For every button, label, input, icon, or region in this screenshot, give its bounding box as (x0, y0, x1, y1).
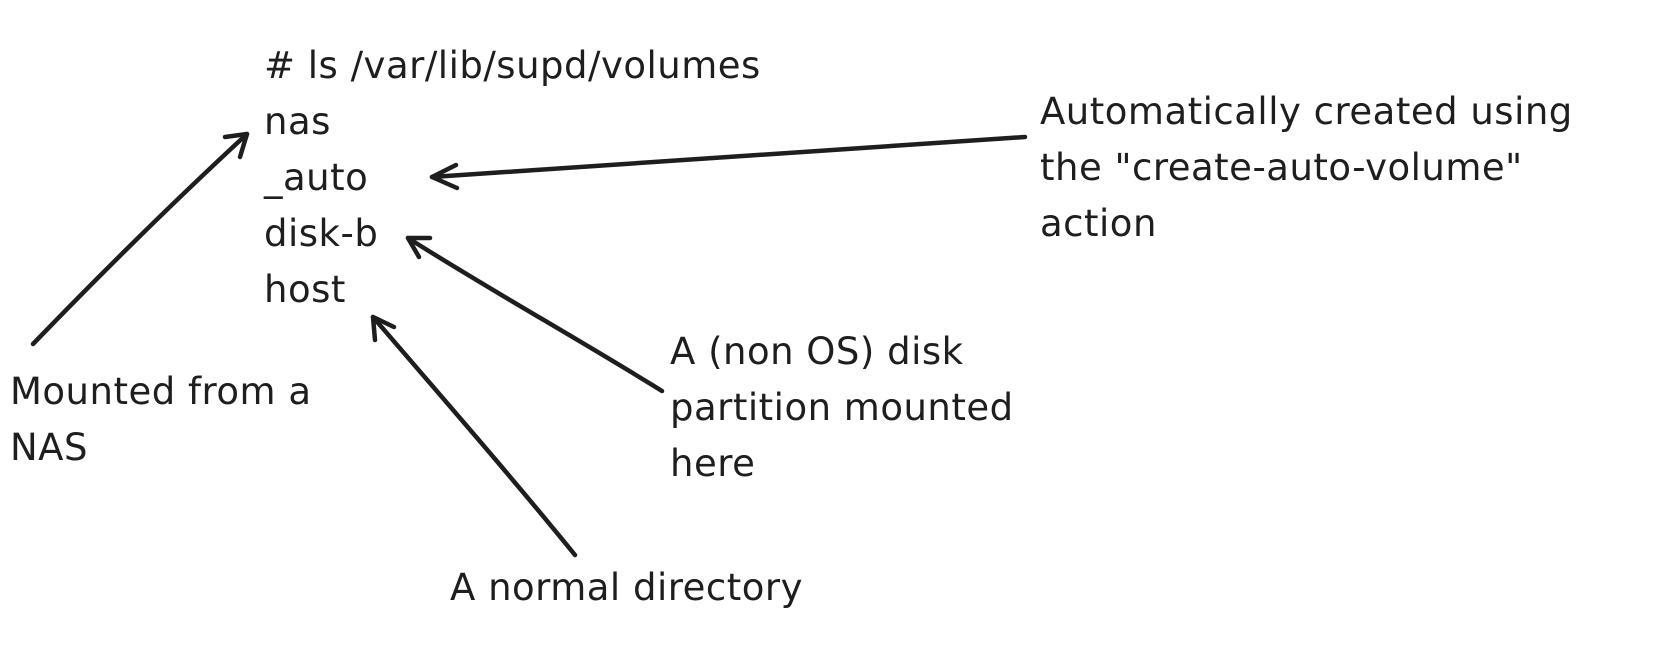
annotation-nas: Mounted from a NAS (10, 364, 312, 476)
annotation-disk-partition: A (non OS) disk partition mounted here (670, 324, 1014, 492)
annotation-disk-line: here (670, 442, 756, 485)
annotation-auto-line: the "create-auto-volume" (1040, 146, 1523, 189)
listing-entry-auto: _auto (264, 156, 369, 199)
annotation-auto-line: Automatically created using (1040, 90, 1573, 133)
arrow-disk-to-entry (405, 235, 665, 394)
arrow-auto-to-entry (429, 134, 1028, 191)
annotation-disk-line: partition mounted (670, 386, 1014, 429)
arrow-nas-to-entry (30, 131, 250, 347)
terminal-listing: # ls /var/lib/supd/volumes nas _auto dis… (264, 38, 761, 318)
listing-entry-host: host (264, 268, 346, 311)
annotation-normal-directory: A normal directory (450, 560, 803, 616)
listing-entry-nas: nas (264, 100, 331, 143)
listing-command: # ls /var/lib/supd/volumes (264, 44, 761, 87)
annotation-directory-line: A normal directory (450, 566, 804, 609)
listing-entry-disk-b: disk-b (264, 212, 379, 255)
annotation-nas-line: NAS (10, 426, 88, 469)
annotation-nas-line: Mounted from a (10, 370, 312, 413)
annotation-auto-volume: Automatically created using the "create-… (1040, 84, 1573, 252)
annotation-disk-line: A (non OS) disk (670, 330, 964, 373)
arrow-directory-to-entry (370, 314, 578, 558)
annotation-auto-line: action (1040, 202, 1157, 245)
